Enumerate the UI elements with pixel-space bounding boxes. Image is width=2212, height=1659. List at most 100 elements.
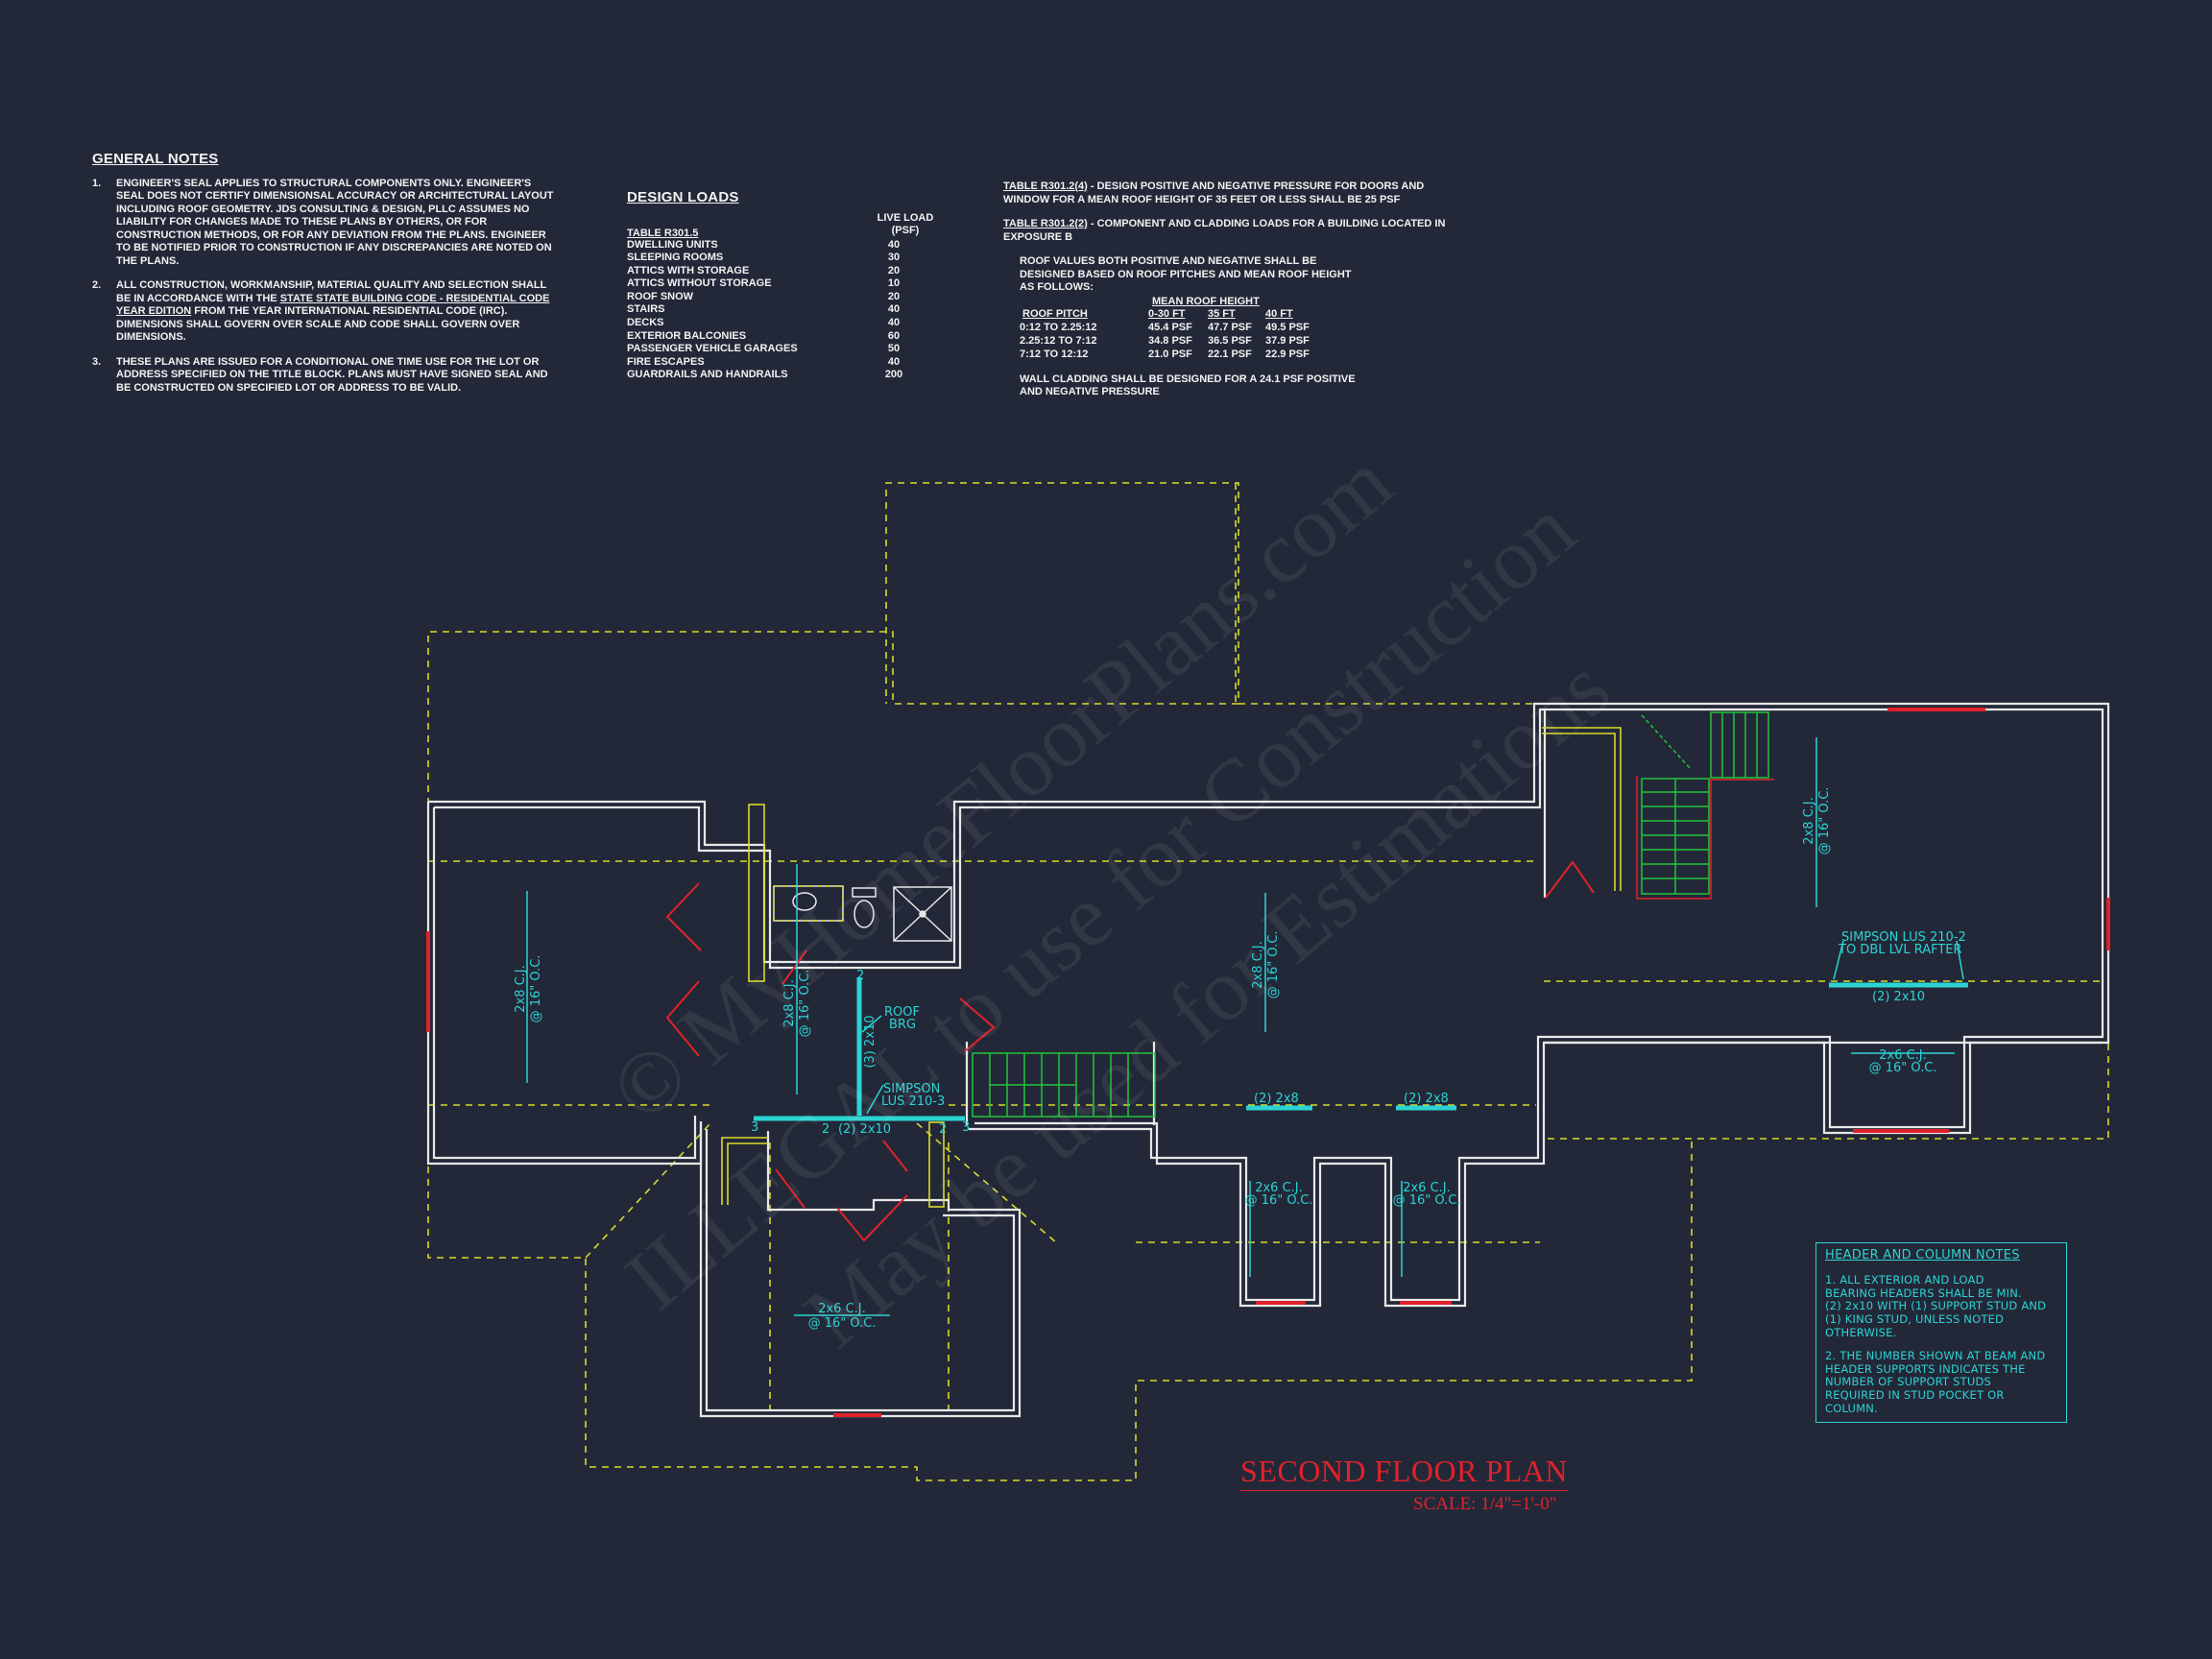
note-line: 2. THE NUMBER SHOWN AT BEAM AND xyxy=(1825,1348,2046,1362)
exterior-wall-inner xyxy=(432,807,697,1160)
note-line: INCLUDING ROOF GEOMETRY. JDS CONSULTING … xyxy=(116,203,530,215)
load-cell: 40 xyxy=(887,238,901,251)
roof-dash-line xyxy=(1544,981,2109,1140)
roof-pressure-table: MEAN ROOF HEIGHT ROOF PITCH 0-30 FT 35 F… xyxy=(1020,293,1483,360)
door-swing xyxy=(775,1168,805,1209)
note-line: (1) KING STUD, UNLESS NOTED xyxy=(1825,1312,2005,1327)
stud-count: 3 xyxy=(751,1120,758,1135)
beam-label: (3) 2x10 xyxy=(863,1015,878,1068)
use-cell: ROOF SNOW xyxy=(627,290,694,302)
doors xyxy=(426,708,2110,1417)
load-cell: 10 xyxy=(887,277,901,290)
load-cell: 40 xyxy=(887,303,901,316)
roof-dash-line xyxy=(916,1122,1057,1243)
mean-roof-height-header: MEAN ROOF HEIGHT xyxy=(1152,295,1260,307)
note-number: 3. xyxy=(92,355,102,368)
use-cell: ATTICS WITH STORAGE xyxy=(627,264,750,276)
joist-label: 2x6 C.J. xyxy=(1403,1181,1451,1195)
note-line: SEAL DOES NOT CERTIFY DIMENSIONSAL ACCUR… xyxy=(116,190,554,202)
note-line: THE PLANS. xyxy=(116,254,180,267)
closet-shelf xyxy=(727,1142,768,1205)
pressure-cell: 21.0 PSF xyxy=(1148,348,1192,360)
live-load-header: LIVE LOAD (PSF) xyxy=(867,212,944,238)
simpson-label: SIMPSON xyxy=(883,1082,940,1096)
plan-scale: SCALE: 1/4"=1'-0" xyxy=(1413,1494,1557,1514)
load-cell: 60 xyxy=(887,329,901,342)
toilet-tank xyxy=(852,887,877,898)
note-line: TO BE NOTIFIED PRIOR TO CONSTRUCTION IF … xyxy=(116,242,552,253)
code-year: YEAR EDITION xyxy=(116,305,192,317)
roof-brg-label: BRG xyxy=(889,1018,916,1032)
use-cell: ATTICS WITHOUT STORAGE xyxy=(627,277,772,290)
exterior-wall xyxy=(426,802,703,1166)
table-label: TABLE R301.5 xyxy=(627,227,699,239)
beam-label: (2) 2x8 xyxy=(1404,1092,1449,1106)
note-text: FROM THE YEAR INTERNATIONAL RESIDENTIAL … xyxy=(191,305,508,317)
note-line: DIMENSIONS. xyxy=(116,331,186,343)
framing-annotations xyxy=(526,737,1968,1316)
note-line: ADDRESS SPECIFIED ON THE TITLE BLOCK. PL… xyxy=(116,369,548,380)
note-line: OTHERWISE. xyxy=(1825,1325,1897,1339)
joist-label: 2x6 C.J. xyxy=(1879,1048,1927,1063)
live-load-label: LIVE LOAD xyxy=(877,211,934,224)
joist-label: 2x6 C.J. xyxy=(1255,1181,1303,1195)
joist-label: @ 16" O.C. xyxy=(1245,1193,1313,1208)
joist-label: 2x8 C.J.@ 16" O.C. xyxy=(1802,787,1832,855)
table-row: STAIRS 40 xyxy=(627,303,934,317)
closet-shelf xyxy=(1542,733,1616,891)
joist-label: 2x8 C.J.@ 16" O.C. xyxy=(782,970,812,1038)
stair-railing xyxy=(1636,776,1774,900)
use-cell: PASSENGER VEHICLE GARAGES xyxy=(627,343,798,355)
note-line: AS FOLLOWS: xyxy=(1020,281,1094,293)
exterior-wall xyxy=(428,702,2110,1308)
design-loads: DESIGN LOADS LIVE LOAD (PSF) TABLE R301.… xyxy=(627,190,934,383)
vanity xyxy=(773,885,844,922)
joist-label: @ 16" O.C. xyxy=(1869,1061,1937,1075)
stud-count: 3 xyxy=(962,1120,970,1135)
load-cell: 200 xyxy=(884,369,903,381)
note-line: (2) 2x10 WITH (1) SUPPORT STUD AND xyxy=(1825,1299,2047,1313)
load-cell: 40 xyxy=(887,317,901,329)
pressure-cell: 49.5 PSF xyxy=(1265,321,1310,333)
header-note-1: 1. ALL EXTERIOR AND LOAD BEARING HEADERS… xyxy=(1825,1273,2057,1340)
use-cell: SLEEPING ROOMS xyxy=(627,252,724,264)
use-cell: EXTERIOR BALCONIES xyxy=(627,329,747,342)
exterior-wall-inner xyxy=(434,708,2104,1302)
door-swing xyxy=(665,980,700,1057)
note-line: HEADER SUPPORTS INDICATES THE xyxy=(1825,1361,2026,1376)
closet-shelf xyxy=(1542,727,1622,891)
note-line: DESIGNED BASED ON ROOF PITCHES AND MEAN … xyxy=(1020,268,1352,280)
door-swing xyxy=(882,1140,908,1172)
stair-treads-3 xyxy=(1721,712,1758,778)
simpson-label: TO DBL LVL RAFTER xyxy=(1838,943,1962,957)
leader-line xyxy=(1956,940,1964,980)
door-swing xyxy=(665,882,702,951)
psf-label: (PSF) xyxy=(891,225,920,236)
wind-load-notes: TABLE R301.2(4) - DESIGN POSITIVE AND NE… xyxy=(1003,180,1483,399)
table-row: ROOF SNOW 20 xyxy=(627,291,934,304)
framing-labels: 2x8 C.J.@ 16" O.C. 2x8 C.J.@ 16" O.C. 2x… xyxy=(514,787,1966,1331)
note-line: ROOF VALUES BOTH POSITIVE AND NEGATIVE S… xyxy=(1020,255,1317,267)
table-r301-2-2-note: TABLE R301.2(2) - COMPONENT AND CLADDING… xyxy=(1003,218,1483,244)
vanity-outline xyxy=(773,885,844,922)
door-swing xyxy=(836,1194,908,1242)
note-text: BE IN ACCORDANCE WITH THE xyxy=(116,292,280,304)
use-cell: FIRE ESCAPES xyxy=(627,355,705,368)
header-note-2: 2. THE NUMBER SHOWN AT BEAM AND HEADER S… xyxy=(1825,1348,2057,1416)
general-note-1: 1. ENGINEER'S SEAL APPLIES TO STRUCTURAL… xyxy=(92,178,591,269)
closet-shelves xyxy=(721,727,1622,1208)
pressure-cell: 22.9 PSF xyxy=(1265,348,1310,360)
load-cell: 20 xyxy=(887,290,901,302)
closet-shelf xyxy=(721,1137,768,1205)
leader-line xyxy=(861,1015,882,1033)
note-line: BE CONSTRUCTED ON SPECIFIED LOT OR ADDRE… xyxy=(116,381,462,394)
pressure-cell: 47.7 PSF xyxy=(1208,321,1252,333)
use-cell: STAIRS xyxy=(627,303,665,316)
note-line: CONSTRUCTION METHODS, OR FOR ANY DEVIATI… xyxy=(116,228,546,241)
